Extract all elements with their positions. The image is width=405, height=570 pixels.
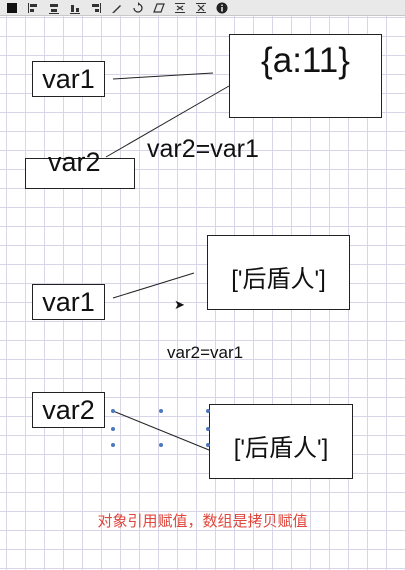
select-square-icon[interactable] <box>6 2 18 14</box>
selection-handle[interactable] <box>159 409 163 413</box>
selection-handle[interactable] <box>206 427 210 431</box>
var2-label: var2 <box>48 147 101 177</box>
var2-box-2[interactable]: var2 <box>32 392 105 428</box>
rotate-icon[interactable] <box>132 1 144 14</box>
connector-var1-array <box>112 272 195 299</box>
var2-box[interactable] <box>25 158 135 189</box>
pen-icon[interactable] <box>111 2 123 14</box>
var1-label-2: var1 <box>42 286 95 317</box>
array-label: ['后盾人'] <box>231 266 326 293</box>
toolbar <box>0 0 405 16</box>
var1-label: var1 <box>42 63 95 94</box>
object-box[interactable]: {a:11} <box>229 34 382 118</box>
array-copy-label: ['后盾人'] <box>233 435 329 462</box>
selection-handle[interactable] <box>111 443 115 447</box>
selection-handle[interactable] <box>111 427 115 431</box>
connector-var1-object <box>112 72 214 80</box>
align-left-icon[interactable] <box>27 2 39 14</box>
var2-label-2: var2 <box>42 394 95 425</box>
align-center-icon[interactable] <box>48 2 60 14</box>
array-box[interactable]: ['后盾人'] <box>207 235 350 310</box>
info-icon[interactable] <box>216 2 228 14</box>
selection-handle[interactable] <box>206 409 210 413</box>
var1-box[interactable]: var1 <box>32 61 105 97</box>
object-label: {a:11} <box>261 41 350 80</box>
selection-handle[interactable] <box>206 443 210 447</box>
assignment-caption-1: var2=var1 <box>147 135 259 163</box>
align-bottom-icon[interactable] <box>69 2 81 14</box>
assignment-caption-2: var2=var1 <box>167 343 244 362</box>
array-copy-box[interactable]: ['后盾人'] <box>209 404 353 479</box>
selection-handle[interactable] <box>159 443 163 447</box>
footer-note: 对象引用赋值，数组是拷贝赋值 <box>97 513 308 530</box>
mouse-cursor-icon: ➤ <box>174 297 185 312</box>
var1-box-2[interactable]: var1 <box>32 284 105 320</box>
skew-icon[interactable] <box>153 2 165 14</box>
distribute-horizontal-icon[interactable] <box>174 2 186 14</box>
align-right-icon[interactable] <box>90 2 102 14</box>
distribute-vertical-icon[interactable] <box>195 2 207 14</box>
selection-handle[interactable] <box>111 409 115 413</box>
